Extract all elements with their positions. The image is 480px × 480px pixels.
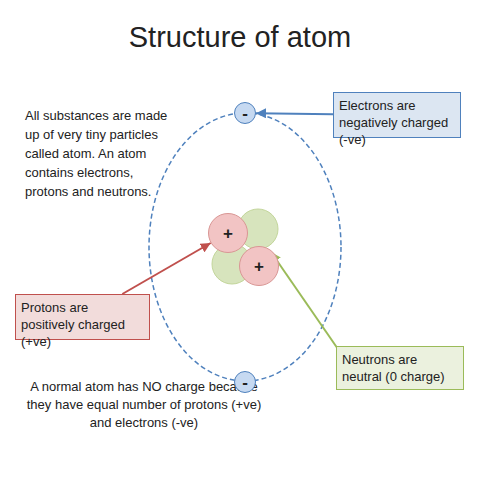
charge-sign: + xyxy=(254,258,264,275)
proton-particle: + xyxy=(208,213,248,253)
charge-sign: + xyxy=(223,225,233,242)
charge-sign: - xyxy=(242,105,248,122)
neutron-leader xyxy=(271,252,340,352)
electron-orbit xyxy=(149,113,341,381)
callout-text: Protons are positively charged (+ve) xyxy=(21,299,144,350)
electron-particle: - xyxy=(234,102,256,124)
note-text: A normal atom has NO charge because they… xyxy=(26,378,262,432)
pointer-arrow xyxy=(122,243,210,294)
pointer-arrow xyxy=(256,113,333,114)
electron-particle: - xyxy=(234,371,256,393)
proton-particle: + xyxy=(239,246,279,286)
charge-sign: - xyxy=(242,374,248,391)
neutron-callout: Neutrons are neutral (0 charge) xyxy=(336,346,464,390)
callout-text: Electrons are negatively charged (-ve) xyxy=(339,97,455,148)
electron-callout: Electrons are negatively charged (-ve) xyxy=(333,92,461,138)
title-text: Structure of atom xyxy=(0,20,480,54)
proton-callout: Protons are positively charged (+ve) xyxy=(15,294,150,340)
callout-text: Neutrons are neutral (0 charge) xyxy=(342,351,458,385)
note-text: All substances are made up of very tiny … xyxy=(25,106,175,201)
